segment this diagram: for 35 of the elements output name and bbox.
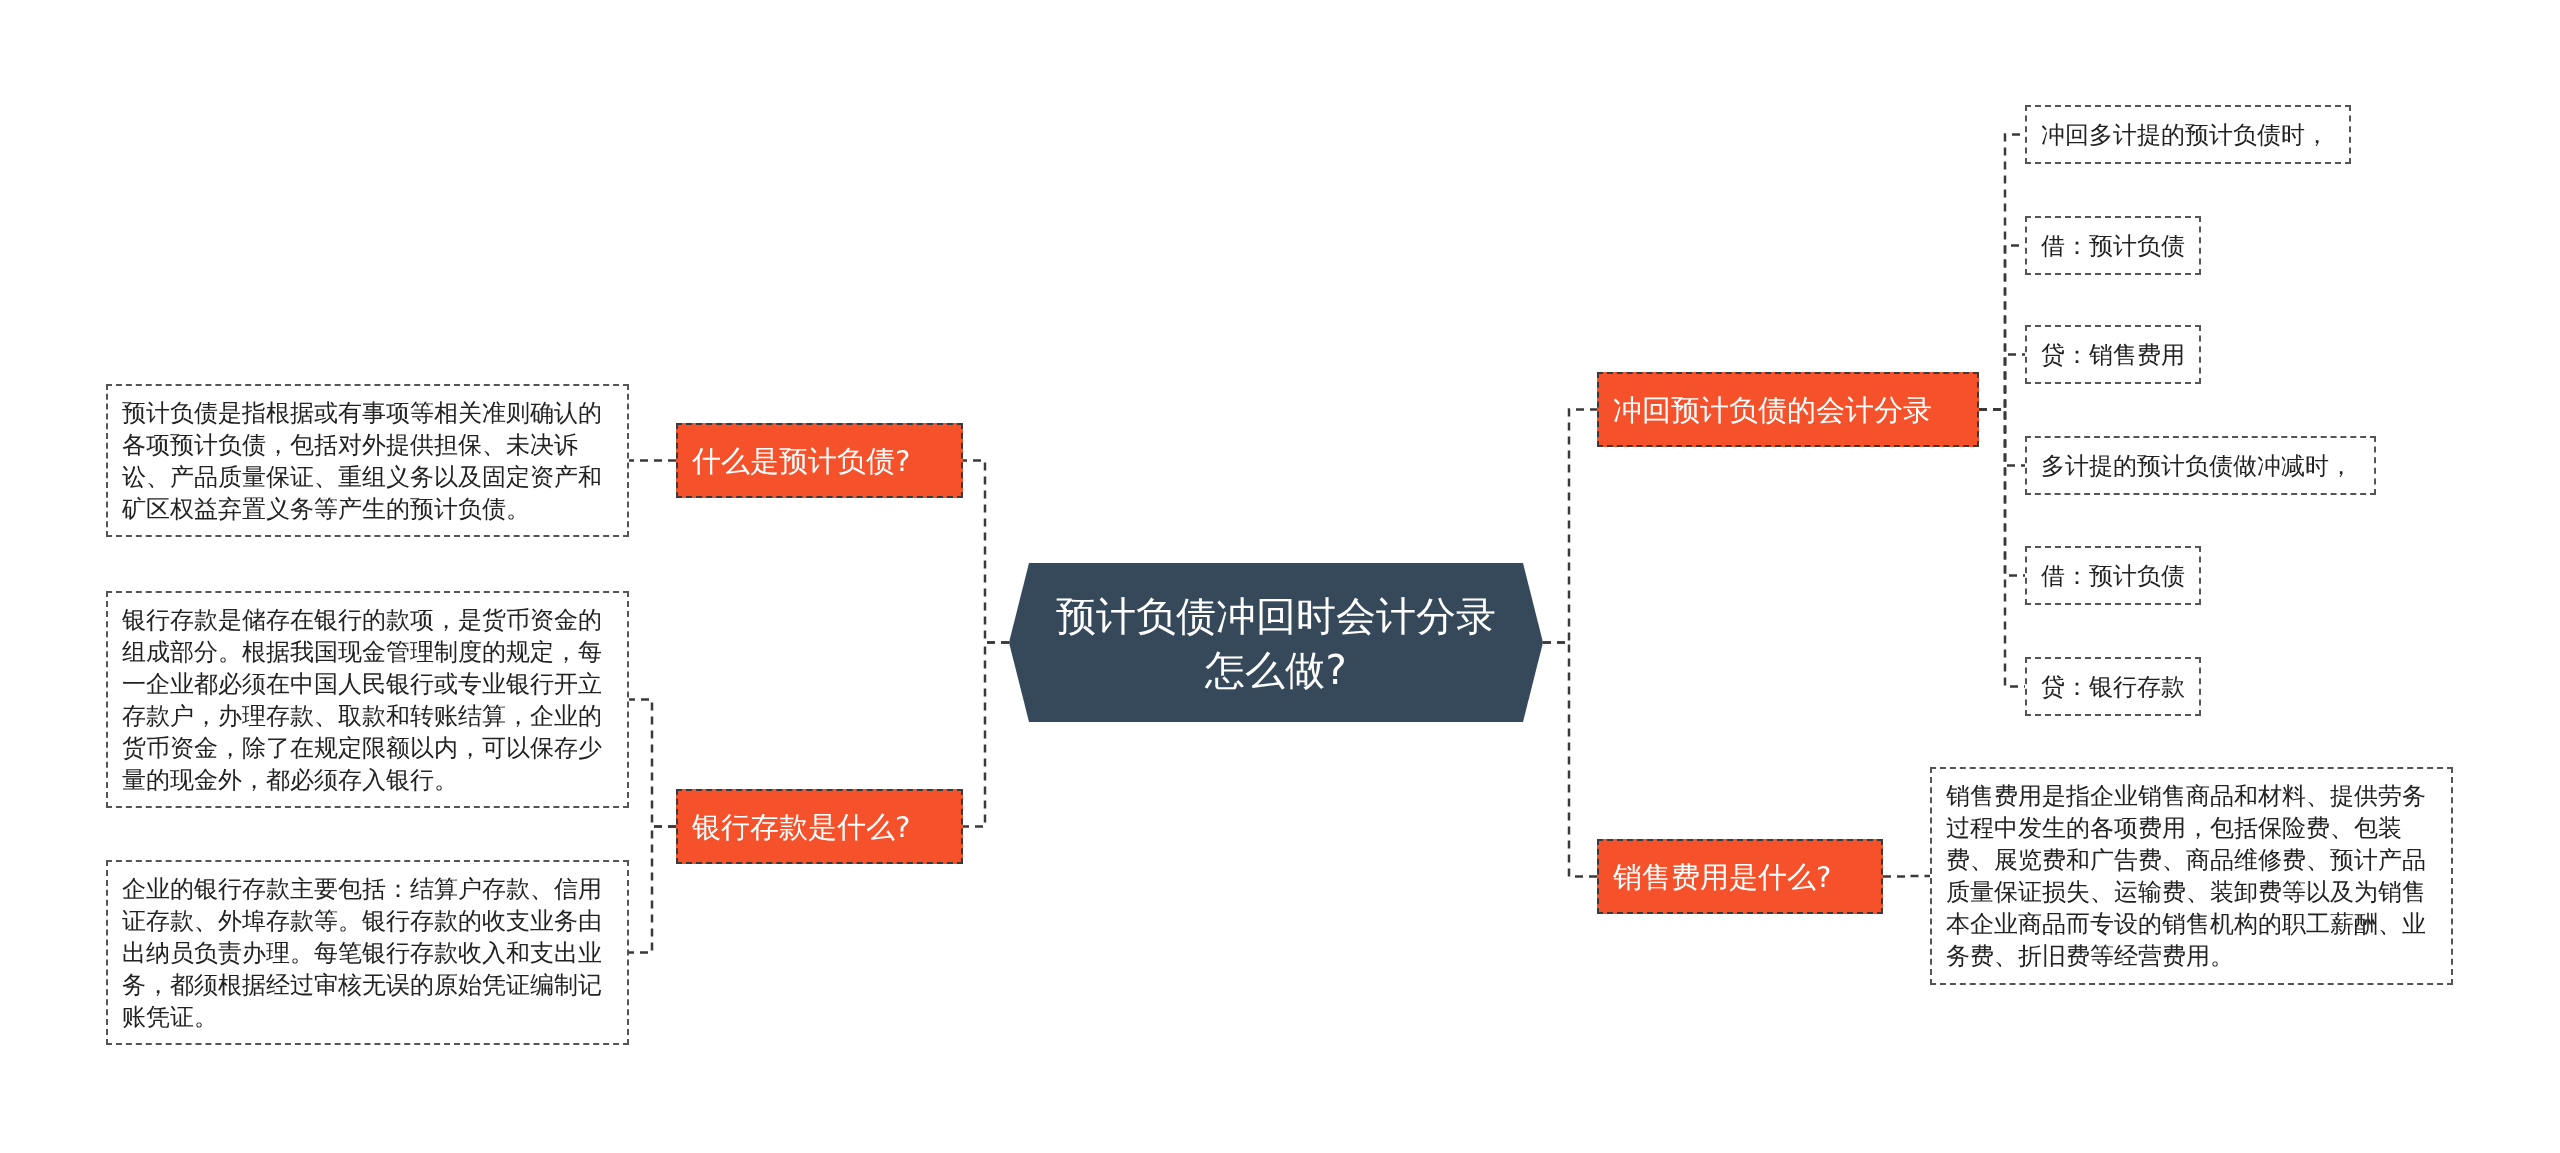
node-text: 贷：销售费用: [2041, 339, 2185, 371]
node-text: 预计负债是指根据或有事项等相关准则确认的各项预计负债，包括对外提供担保、未决诉讼、产品质量保证、重组义务以及固定资产和矿区权益弃置义务等产生的预计负债。: [122, 397, 603, 525]
entry-box: [2025, 216, 2201, 275]
connector-line: [1883, 874, 1930, 878]
branch-box: [1597, 839, 1883, 914]
node-text: 什么是预计负债?: [692, 442, 911, 480]
node-text: 借：预计负债: [2041, 230, 2185, 262]
note-box: [106, 860, 629, 1045]
note-box: [106, 384, 629, 537]
node-text: 借：预计负债: [2041, 560, 2185, 592]
entry-box: [2025, 105, 2351, 164]
entry-box: [2025, 546, 2201, 605]
branch-box: [676, 789, 963, 864]
node-text: 多计提的预计负债做冲减时，: [2041, 450, 2353, 482]
entry-box: [2025, 657, 2201, 716]
node-text: 预计负债冲回时会计分录怎么做?: [1055, 591, 1497, 695]
node-text: 贷：银行存款: [2041, 671, 2185, 703]
entry-box: [2025, 436, 2376, 495]
connector-line: [963, 641, 1009, 828]
node-text: 冲回预计负债的会计分录: [1613, 391, 1932, 429]
note-box: [1930, 767, 2453, 985]
entry-box: [2025, 325, 2201, 384]
connector-line: [629, 459, 676, 462]
note-box: [106, 591, 629, 808]
branch-box: [676, 423, 963, 498]
connector-line: [629, 825, 676, 954]
node-text: 企业的银行存款主要包括：结算户存款、信用证存款、外埠存款等。银行存款的收支业务由出纳员负责办理。每笔银行存款收入和支出业务，都须根据经过审核无误的原始凭证编制记账凭证。: [122, 873, 603, 1033]
node-text: 销售费用是什么?: [1613, 858, 1832, 896]
node-text: 银行存款是储存在银行的款项，是货币资金的组成部分。根据我国现金管理制度的规定，每一企业都必须在中国人民银行或专业银行开立存款户，办理存款、取款和转账结算，企业的货币资金，除了在规定限额以内，可以保存少量的现金外，都必须存入银行。: [122, 604, 603, 796]
topic-hexagon: [1009, 563, 1543, 722]
branch-box: [1597, 372, 1979, 447]
connector-line: [1543, 641, 1597, 878]
node-text: 冲回多计提的预计负债时，: [2041, 119, 2329, 151]
node-text: 销售费用是指企业销售商品和材料、提供劳务过程中发生的各项费用，包括保险费、包装费、展览费和广告费、商品维修费、预计产品质量保证损失、运输费、装卸费等以及为销售本企业商品而专设的销售机构的职工薪酬、业务费、折旧费等经营费用。: [1946, 781, 2427, 972]
node-text: 银行存款是什么?: [692, 808, 911, 846]
